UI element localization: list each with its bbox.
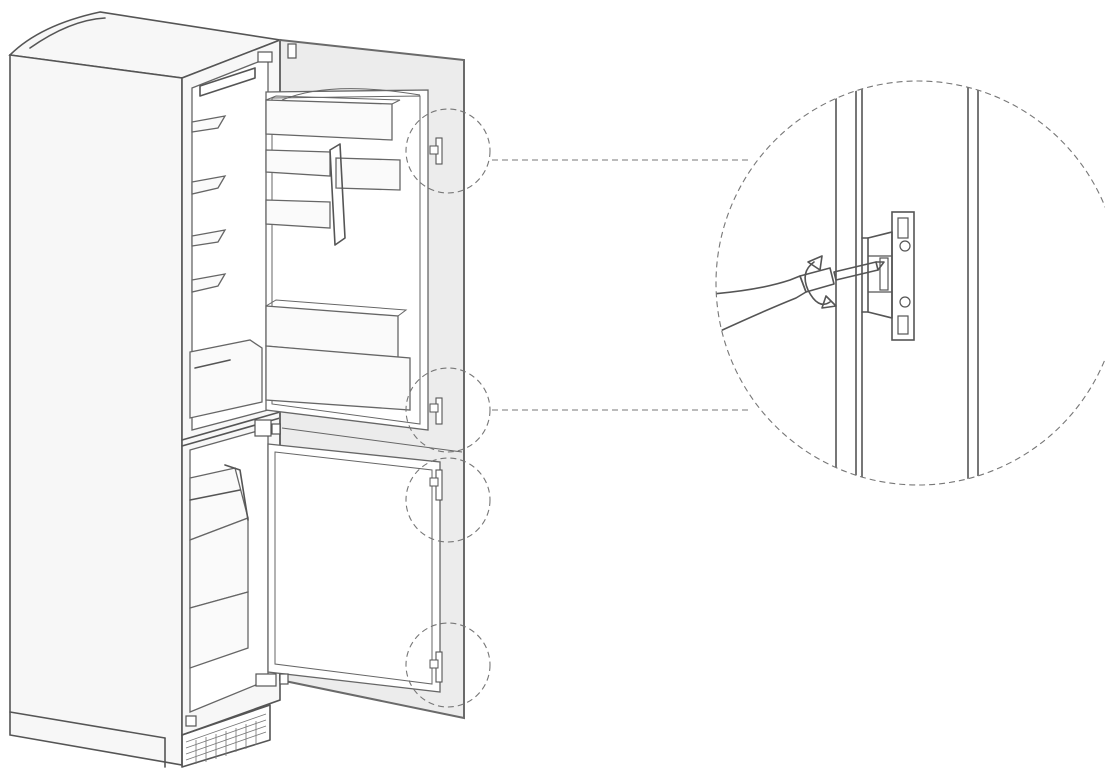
door-slide-bracket (861, 211, 915, 341)
fitting-4 (429, 651, 443, 683)
fitting-1 (429, 137, 443, 165)
fitting-2 (429, 397, 443, 425)
callout-circles (405, 108, 491, 708)
middle-hinge (254, 419, 281, 437)
cabinet-foot (185, 715, 197, 727)
callout-circle-4 (405, 622, 491, 708)
fitting-3 (429, 469, 443, 501)
fridge-door (265, 38, 465, 720)
callout-circle-3 (405, 457, 491, 543)
magnified-callout-circle (715, 80, 1105, 486)
bottom-hinge (255, 673, 289, 687)
rotate-arrow-icon (804, 255, 837, 309)
door-hinges (185, 43, 297, 727)
magnified-detail (715, 80, 1105, 486)
door-fittings (429, 137, 443, 683)
callout-circle-1 (405, 108, 491, 194)
callout-circle-2 (405, 367, 491, 453)
top-hinge (257, 43, 297, 63)
leader-lines (492, 159, 750, 411)
fridge-cabinet (8, 11, 284, 768)
